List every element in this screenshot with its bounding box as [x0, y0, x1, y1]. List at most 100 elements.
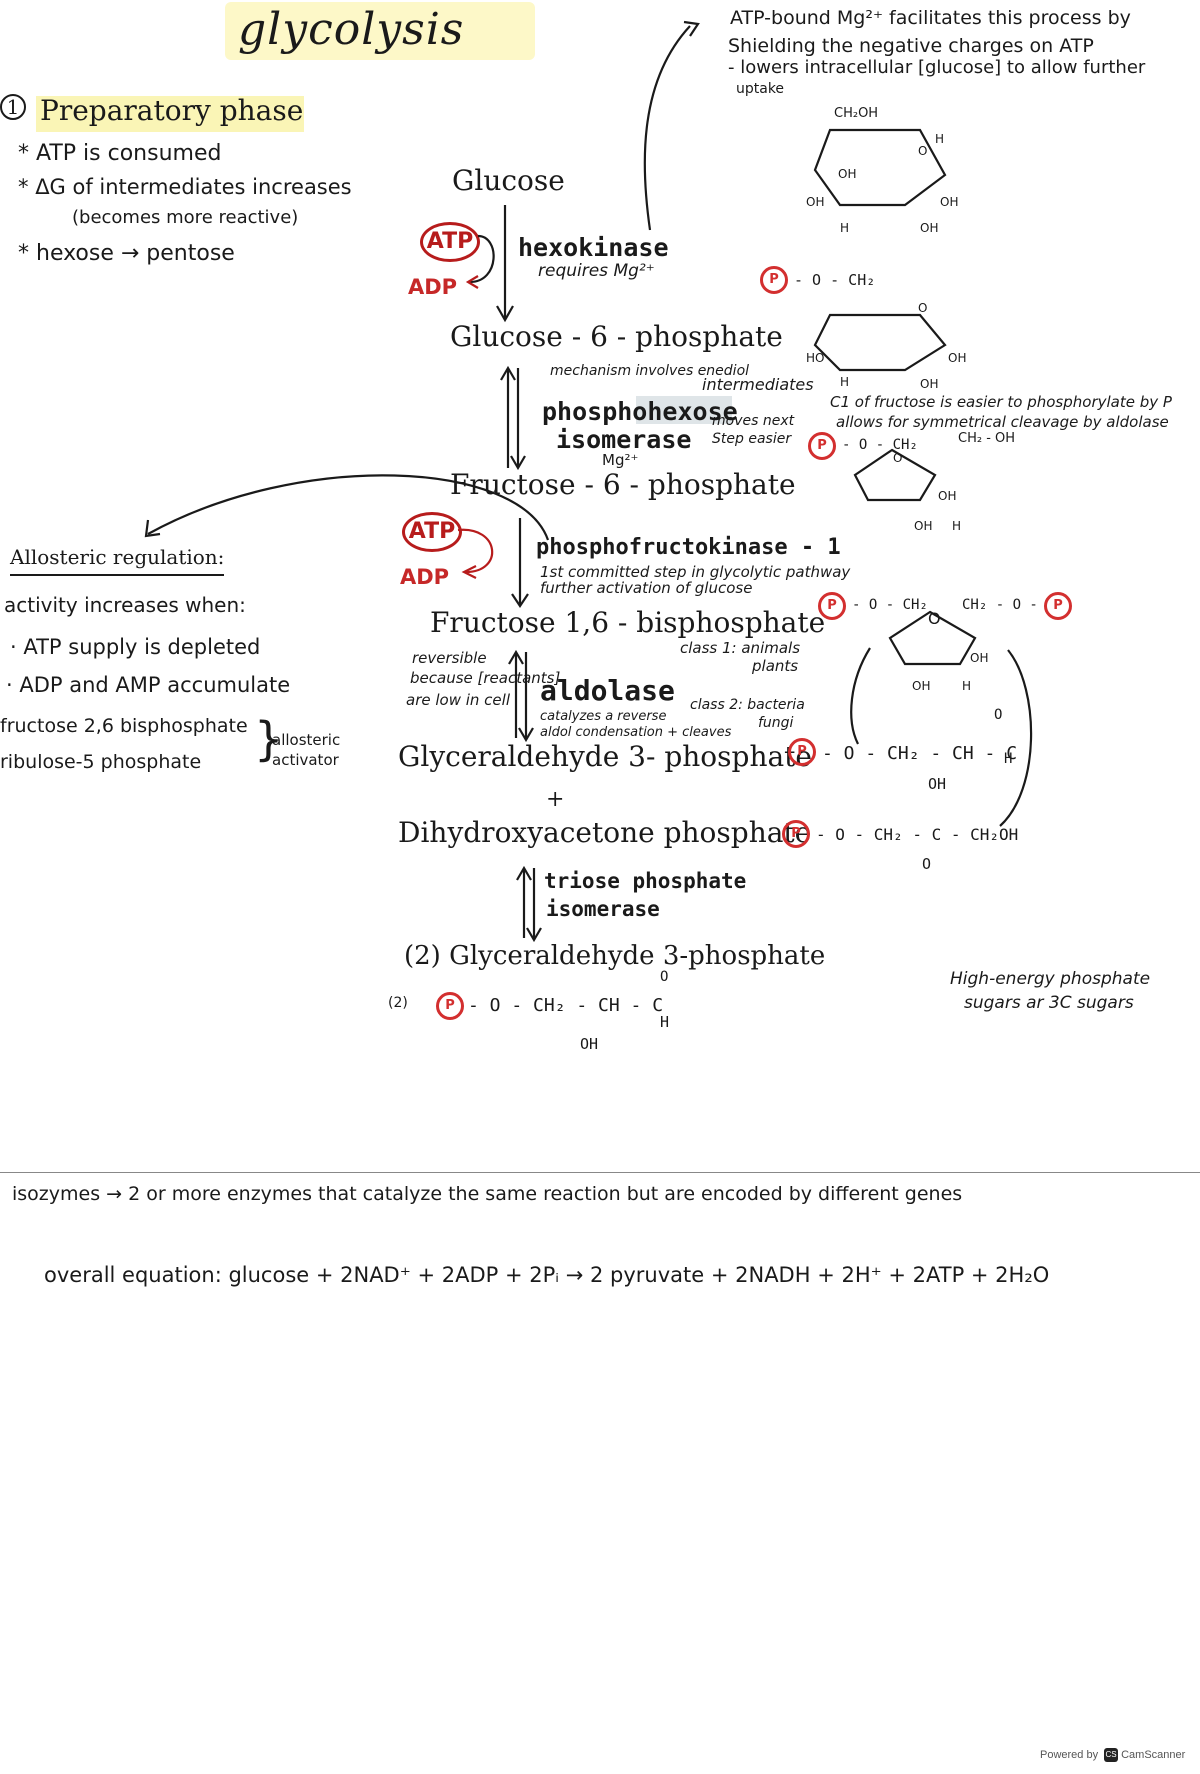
- rev-note-3: are low in cell: [406, 691, 510, 709]
- ring-label-ho: HO: [806, 351, 824, 365]
- glucose-ring: [813, 128, 947, 207]
- class2-label-2: fungi: [758, 715, 794, 731]
- enzyme-aldolase: aldolase: [540, 674, 675, 707]
- plus-sign: +: [546, 787, 565, 812]
- f16bp-phosphate-right: P: [1044, 592, 1072, 620]
- ring-label-h4: H: [952, 519, 961, 533]
- aldolase-note-1: catalyzes a reverse: [540, 709, 667, 724]
- high-energy-note-2: sugars ar 3C sugars: [964, 993, 1134, 1013]
- gap-phosphate-icon: P: [788, 738, 816, 766]
- ring-label-oh4: OH: [838, 167, 856, 181]
- dhap-o: O: [922, 855, 932, 873]
- phase-heading: Preparatory phase: [40, 94, 304, 127]
- enzyme-pfk1: phosphofructokinase - 1: [536, 535, 841, 560]
- allosteric-intro: activity increases when:: [4, 593, 246, 617]
- ring-label-oh9: OH: [970, 651, 988, 665]
- gap2-oh: OH: [580, 1035, 599, 1053]
- metabolite-f6p: Fructose - 6 - phosphate: [450, 468, 796, 501]
- f16bp-formula-left: - O - CH₂: [852, 597, 928, 613]
- metabolite-f16bp: Fructose 1,6 - bisphosphate: [430, 606, 826, 639]
- c1-note-2: allows for symmetrical cleavage by aldol…: [836, 413, 1169, 431]
- side-note-line-3: - lowers intracellular [glucose] to allo…: [728, 57, 1146, 78]
- f16bp-phosphate-left: P: [818, 592, 846, 620]
- enzyme-tpi-line-1: triose phosphate: [544, 869, 747, 893]
- overall-equation: overall equation: glucose + 2NAD⁺ + 2ADP…: [44, 1263, 1050, 1287]
- g6p-note-1: mechanism involves enediol: [550, 363, 750, 379]
- f16bp-formula-right: CH₂ - O -: [962, 597, 1038, 613]
- rev-note-2: because [reactants]: [410, 669, 561, 687]
- enzyme-phi-line-1: phosphohexose: [542, 397, 738, 426]
- phase-bullet-1-text: ATP is consumed: [36, 141, 222, 166]
- f16bp-ring: [888, 610, 977, 666]
- phase-number: 1: [0, 94, 26, 120]
- g6p-formula-top: - O - CH₂: [794, 271, 876, 289]
- ring-label-oh6: OH: [920, 377, 938, 391]
- footer-brand: CamScanner: [1121, 1748, 1186, 1761]
- dhap-formula: - O - CH₂ - C - CH₂OH: [816, 825, 1019, 844]
- allosteric-item-1: · ATP supply is depleted: [10, 635, 261, 659]
- ring-label-h5: H: [962, 679, 971, 693]
- adp-label-1: ADP: [408, 275, 458, 299]
- atp-2-text: ATP: [408, 519, 456, 544]
- enzyme-hexokinase: hexokinase: [518, 233, 669, 262]
- gap-oh: OH: [928, 775, 947, 793]
- allosteric-item-2: · ADP and AMP accumulate: [6, 673, 291, 697]
- rev-note-1: reversible: [412, 649, 487, 667]
- adp-label-2: ADP: [400, 565, 450, 589]
- side-note-line-1: ATP-bound Mg²⁺ facilitates this process …: [730, 7, 1131, 29]
- hexokinase-curl: [469, 234, 495, 284]
- c1-note-1: C1 of fructose is easier to phosphorylat…: [830, 393, 1172, 411]
- activator-1: fructose 2,6 bisphosphate: [0, 715, 248, 737]
- ring-label-oh7: OH: [938, 489, 956, 503]
- allosteric-arrowhead: [144, 519, 161, 538]
- gap2-h: H: [660, 1013, 670, 1031]
- atp-1-text: ATP: [426, 229, 474, 254]
- metabolite-gap-2: (2) Glyceraldehyde 3-phosphate: [404, 941, 826, 971]
- metabolite-dhap: Dihydroxyacetone phosphate: [398, 816, 812, 849]
- ring-label-oh10: OH: [912, 679, 930, 693]
- gap-h: H: [1004, 751, 1013, 767]
- aldolase-note-2: aldol condensation + cleaves: [540, 725, 732, 740]
- cleavage-right: [999, 649, 1033, 827]
- allosteric-arrow: [147, 474, 550, 541]
- f6p-formula-top: - O - CH₂: [842, 437, 918, 453]
- ring-label-oh1: OH: [806, 195, 824, 209]
- page-title: glycolysis: [238, 4, 465, 55]
- pfk-curl: [457, 528, 494, 574]
- ring-label-o2: O: [918, 301, 927, 315]
- activator-brace: }: [254, 712, 284, 766]
- ring-label-h1: H: [935, 132, 944, 146]
- allosteric-heading: Allosteric regulation:: [10, 546, 225, 576]
- enzyme-phi-line-2: isomerase: [556, 425, 692, 454]
- enzyme-phi-mg: Mg²⁺: [602, 451, 639, 469]
- pfk1-note-2: further activation of glucose: [540, 579, 753, 597]
- enzyme-tpi-line-2: isomerase: [546, 897, 660, 921]
- section-divider: [0, 1172, 1200, 1173]
- phase-bullet-3: * hexose → pentose: [18, 241, 235, 266]
- arrow-f6p-f16bp-head: [511, 593, 529, 608]
- f6p-phosphate-icon: P: [808, 432, 836, 460]
- gap-formula: - O - CH₂ - CH - C: [822, 743, 1018, 764]
- atp-circle-2: ATP: [402, 512, 462, 552]
- phase-bullet-2-text: ΔG of intermediates increases: [35, 175, 352, 199]
- arrow-glucose-g6p-head: [496, 305, 514, 323]
- phi-note-2: Step easier: [712, 431, 792, 447]
- enzyme-hexokinase-note: requires Mg²⁺: [538, 261, 655, 281]
- phase-bullet-1: * ATP is consumed: [18, 141, 222, 166]
- phase-bullet-2: * ΔG of intermediates increases: [18, 175, 352, 199]
- ring-label-o1: O: [918, 144, 927, 158]
- footer-powered: Powered by: [1040, 1748, 1099, 1761]
- phase-bullet-3-text: hexose → pentose: [36, 241, 235, 266]
- class1-label: class 1: animals: [680, 639, 801, 657]
- g6p-phosphate-icon: P: [760, 266, 788, 294]
- ring-label-oh8: OH: [914, 519, 932, 533]
- dhap-phosphate-icon: P: [782, 820, 810, 848]
- arrow-aldolase-down-head: [518, 727, 534, 743]
- activator-label-2: activator: [272, 751, 339, 769]
- phi-note-1: moves next: [712, 413, 795, 429]
- gap-o: O: [994, 707, 1003, 723]
- ring-label-o4: O: [928, 609, 941, 628]
- isozymes-definition: isozymes → 2 or more enzymes that cataly…: [12, 1183, 963, 1205]
- arrow-g6p-f6p-up-head: [500, 365, 516, 381]
